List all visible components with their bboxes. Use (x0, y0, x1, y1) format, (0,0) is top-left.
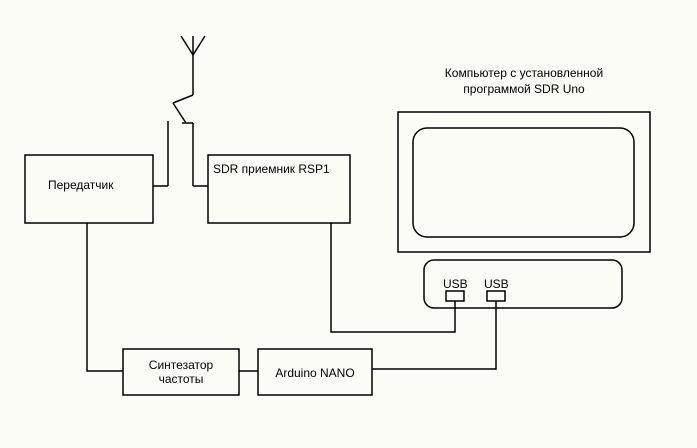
synthesizer-label-line2: частоты (158, 372, 204, 386)
wire-transmitter-synthesizer (86, 223, 123, 372)
arduino-label: Arduino NANO (275, 366, 355, 380)
synthesizer-label-line1: Синтезатор (148, 358, 214, 372)
transmitter-box (24, 154, 154, 224)
antenna-icon (180, 35, 206, 95)
arduino-box (257, 348, 373, 396)
receiver-label: SDR приемник RSP1 (213, 162, 330, 176)
wire-receiver-usb (330, 223, 456, 333)
usb-port-2 (486, 290, 506, 302)
usb-label-2: USB (484, 277, 509, 291)
wire-arduino-usb (372, 301, 497, 370)
usb-label-1: USB (443, 277, 468, 291)
receiver-box (207, 154, 351, 224)
usb-port-1 (445, 290, 465, 302)
monitor-screen (412, 127, 635, 238)
system-unit (423, 259, 623, 309)
antenna-switch (153, 94, 208, 187)
synthesizer-label: Синтезатор частоты (123, 358, 239, 386)
monitor-frame (397, 111, 651, 253)
computer-caption: Компьютер с установленной программой SDR… (398, 66, 650, 96)
synthesizer-box (122, 348, 240, 396)
transmitter-label: Передатчик (48, 178, 114, 192)
computer-caption-line1: Компьютер с установленной (444, 66, 604, 80)
computer-caption-line2: программой SDR Uno (463, 82, 585, 96)
